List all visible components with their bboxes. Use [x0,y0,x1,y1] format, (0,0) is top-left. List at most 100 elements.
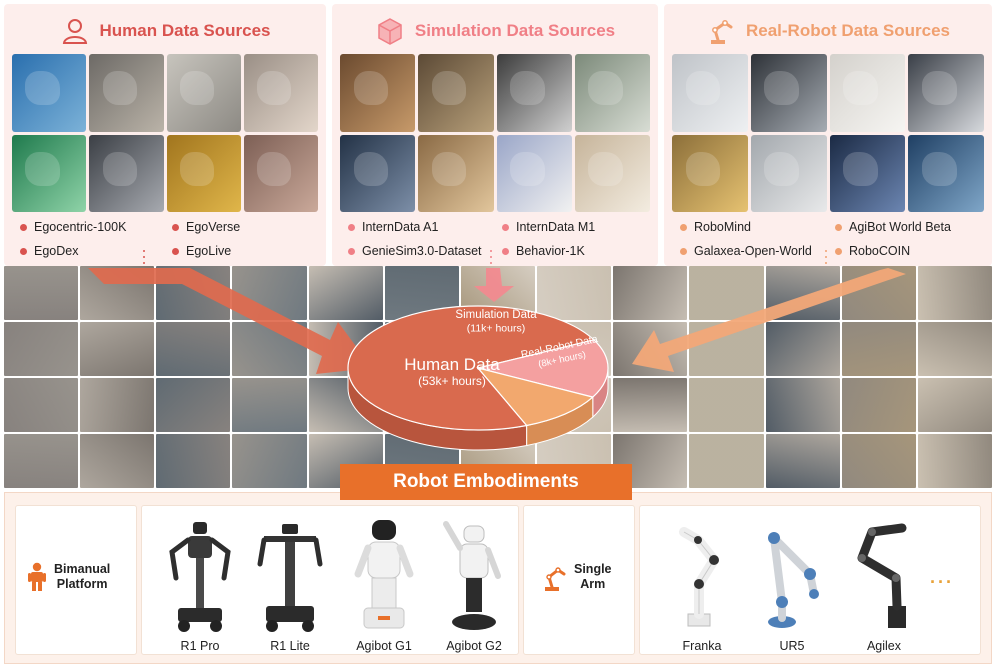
dataset-label: EgoVerse [186,220,241,234]
human-photo [243,134,318,212]
human-sources-panel: Human Data Sources Egocentric-100K EgoVe… [4,4,326,266]
single-arm-robots-box: Franka UR5 Agilex ··· [639,505,981,655]
robot-r1-pro: R1 Pro [150,518,250,653]
simulation-photo [496,134,572,212]
collage-tile [689,434,764,488]
collage-tile [4,322,79,376]
human-photo [89,134,164,212]
collage-tile [841,434,916,488]
collage-tile [537,266,612,320]
collage-tile [80,434,155,488]
simulation-sources-title: Simulation Data Sources [414,21,616,40]
dataset-item: Behavior-1K [502,244,648,258]
bullet-icon [348,223,355,231]
dataset-item: GenieSim3.0-Dataset [348,244,494,258]
simulation-photo [340,134,416,212]
collage-tile [917,322,992,376]
dataset-label: InternData M1 [516,220,596,234]
real-robot-sources-title: Real-Robot Data Sources [745,21,951,40]
collage-tile [917,266,992,320]
collage-tile [613,266,688,320]
collage-tile [917,378,992,432]
dataset-item: RoboCOIN [835,244,982,258]
robot-arm-icon [710,20,733,44]
human-dataset-list: Egocentric-100K EgoVerse EgoDex EgoLive [20,220,316,258]
human-photo [12,134,87,212]
robot-embodiments-banner: Robot Embodiments [340,464,632,500]
collage-tile [232,322,307,376]
dataset-item: Egocentric-100K [20,220,164,234]
real-robot-sources-panel: Real-Robot Data Sources RoboMind AgiBot … [664,4,992,266]
collage-tile [613,378,688,432]
ur5-robot-icon [768,532,819,628]
bullet-icon [502,223,509,231]
real-robot-photo [672,54,748,132]
collage-tile [80,378,155,432]
robot-name-label: UR5 [779,639,805,653]
real-robot-dataset-list: RoboMind AgiBot World Beta Galaxea-Open-… [680,220,982,258]
agibot-g1-robot-icon [354,520,414,629]
robot-name-label: R1 Pro [180,639,220,653]
dataset-item: AgiBot World Beta [835,220,982,234]
bullet-icon [680,223,687,231]
collage-tile [917,434,992,488]
collage-tile [384,378,459,432]
human-photo-grid [12,54,318,212]
simulation-photo [418,134,494,212]
collage-tile [308,322,383,376]
bimanual-category-label: Bimanual Platform [26,562,110,592]
agibot-g2-robot-icon [443,521,501,630]
dataset-item: EgoVerse [172,220,316,234]
collage-tile [613,322,688,376]
robot-agibot-g1: Agibot G1 [334,518,434,653]
bullet-icon [502,247,509,255]
collage-tile [384,322,459,376]
collage-tile [460,322,536,376]
more-datasets-icon [824,250,828,266]
dataset-item: RoboMind [680,220,827,234]
robot-name-label: Agibot G1 [356,639,412,653]
dataset-item: InternData A1 [348,220,494,234]
collage-tile [537,378,612,432]
robot-agibot-g2: Agibot G2 [424,518,524,653]
single-arm-label-line2: Arm [580,577,606,591]
collage-tile [841,378,916,432]
human-photo [166,54,241,132]
collage-tile [232,266,307,320]
dataset-label: InternData A1 [362,220,439,234]
real-robot-sources-header: Real-Robot Data Sources [664,16,992,46]
collage-tile [4,434,79,488]
collage-tile [841,322,916,376]
dataset-label: Galaxea-Open-World [694,244,812,258]
dataset-label: RoboCOIN [849,244,911,258]
dataset-label: AgiBot World Beta [849,220,951,234]
real-robot-photo [829,54,906,132]
robot-r1-lite: R1 Lite [240,518,340,653]
collage-tile [537,322,612,376]
bullet-icon [680,247,687,255]
bullet-icon [172,247,179,255]
simulation-photo-grid [340,54,650,212]
single-arm-label-line1: Single [574,562,612,576]
collage-tile [460,378,536,432]
collage-tile [232,378,307,432]
robot-agilex: Agilex [834,518,934,653]
dataset-label: EgoLive [186,244,232,258]
bullet-icon [172,223,179,231]
robot-arm-icon [545,567,566,591]
robot-ur5: UR5 [742,518,842,653]
collage-tile [460,266,536,320]
collage-tile [689,322,764,376]
collage-tile [156,266,231,320]
human-photo [12,54,87,132]
human-photo [166,134,241,212]
real-robot-photo [908,134,984,212]
dataset-label: RoboMind [694,220,751,234]
real-robot-photo [750,54,827,132]
collage-tile [689,378,764,432]
robot-name-label: Agilex [866,639,902,653]
collage-tile [4,266,79,320]
person-icon [28,562,46,591]
human-photo [89,54,164,132]
collage-tile [80,266,155,320]
